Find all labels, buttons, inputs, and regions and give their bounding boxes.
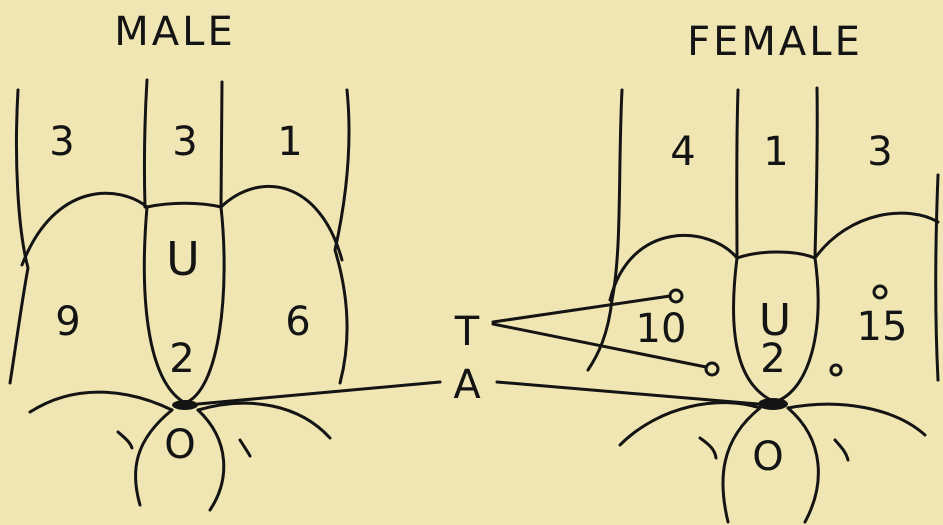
female-right-arch: [813, 211, 940, 260]
t-pointer-lower: [491, 322, 708, 369]
female-outer-right-line: [934, 173, 940, 382]
female-label-base: O: [752, 434, 783, 480]
male-label-top-center: 3: [172, 119, 197, 165]
female-label-top-right: 3: [867, 129, 892, 175]
female-lower-left-wing: [618, 401, 762, 447]
female-title: FEMALE: [687, 19, 863, 65]
male-outer-right-line: [333, 88, 351, 385]
t-pointer-upper: [491, 294, 672, 324]
female-left-divider: [735, 88, 740, 260]
male-outer-left-line: [8, 88, 30, 385]
female-label-lower-right: 15: [857, 304, 908, 350]
male-band-top: [145, 201, 223, 209]
female-base-left-shoulder: [698, 436, 718, 460]
male-label-lower-left: 9: [55, 299, 80, 345]
male-left-divider: [142, 78, 149, 209]
female-a-marker: [758, 398, 788, 410]
female-base-right-shoulder: [833, 438, 850, 462]
female-base-right: [786, 406, 820, 524]
female-outer-left-line: [586, 88, 624, 372]
male-lower-right-wing: [196, 401, 332, 440]
female-lower-right-wing: [786, 402, 927, 437]
male-label-lower-center: 2: [169, 336, 194, 382]
male-label-lower-right: 6: [285, 299, 310, 345]
female-base-left: [721, 406, 762, 524]
pointer-lines: [196, 294, 760, 406]
male-right-arch: [219, 185, 344, 262]
a-pointer-male: [196, 380, 442, 406]
female-figure: [586, 86, 940, 524]
female-right-divider: [813, 86, 819, 260]
female-label-lower-center: 2: [760, 336, 785, 382]
male-label-top-left: 3: [49, 119, 74, 165]
male-a-marker: [172, 400, 198, 410]
female-label-top-left: 4: [670, 129, 695, 175]
male-label-top-right: 1: [277, 119, 302, 165]
female-label-lower-left: 10: [636, 306, 687, 352]
pointer-label-a: A: [453, 362, 481, 408]
male-base-left: [134, 408, 174, 507]
female-t-dot-upper-left: [668, 288, 684, 304]
female-t-dot-lower-left: [704, 361, 720, 377]
female-label-center-mark: U: [759, 295, 791, 346]
pointer-label-t: T: [454, 309, 480, 355]
male-label-center-mark: U: [166, 232, 200, 286]
male-lower-left-wing: [28, 390, 174, 414]
male-right-divider: [219, 80, 224, 209]
a-pointer-female: [495, 380, 760, 406]
male-title: MALE: [114, 9, 235, 55]
male-figure: [8, 78, 351, 512]
female-dot-upper-right: [872, 284, 888, 300]
male-label-base: O: [164, 422, 195, 468]
male-left-arch: [20, 191, 149, 267]
male-base-right-shoulder: [238, 438, 252, 458]
male-base-left-shoulder: [116, 430, 134, 450]
female-left-arch: [608, 233, 739, 302]
female-band-top: [735, 250, 817, 260]
female-dot-lower-right: [829, 363, 843, 377]
male-base-right: [196, 408, 226, 512]
female-label-top-center: 1: [763, 129, 788, 175]
